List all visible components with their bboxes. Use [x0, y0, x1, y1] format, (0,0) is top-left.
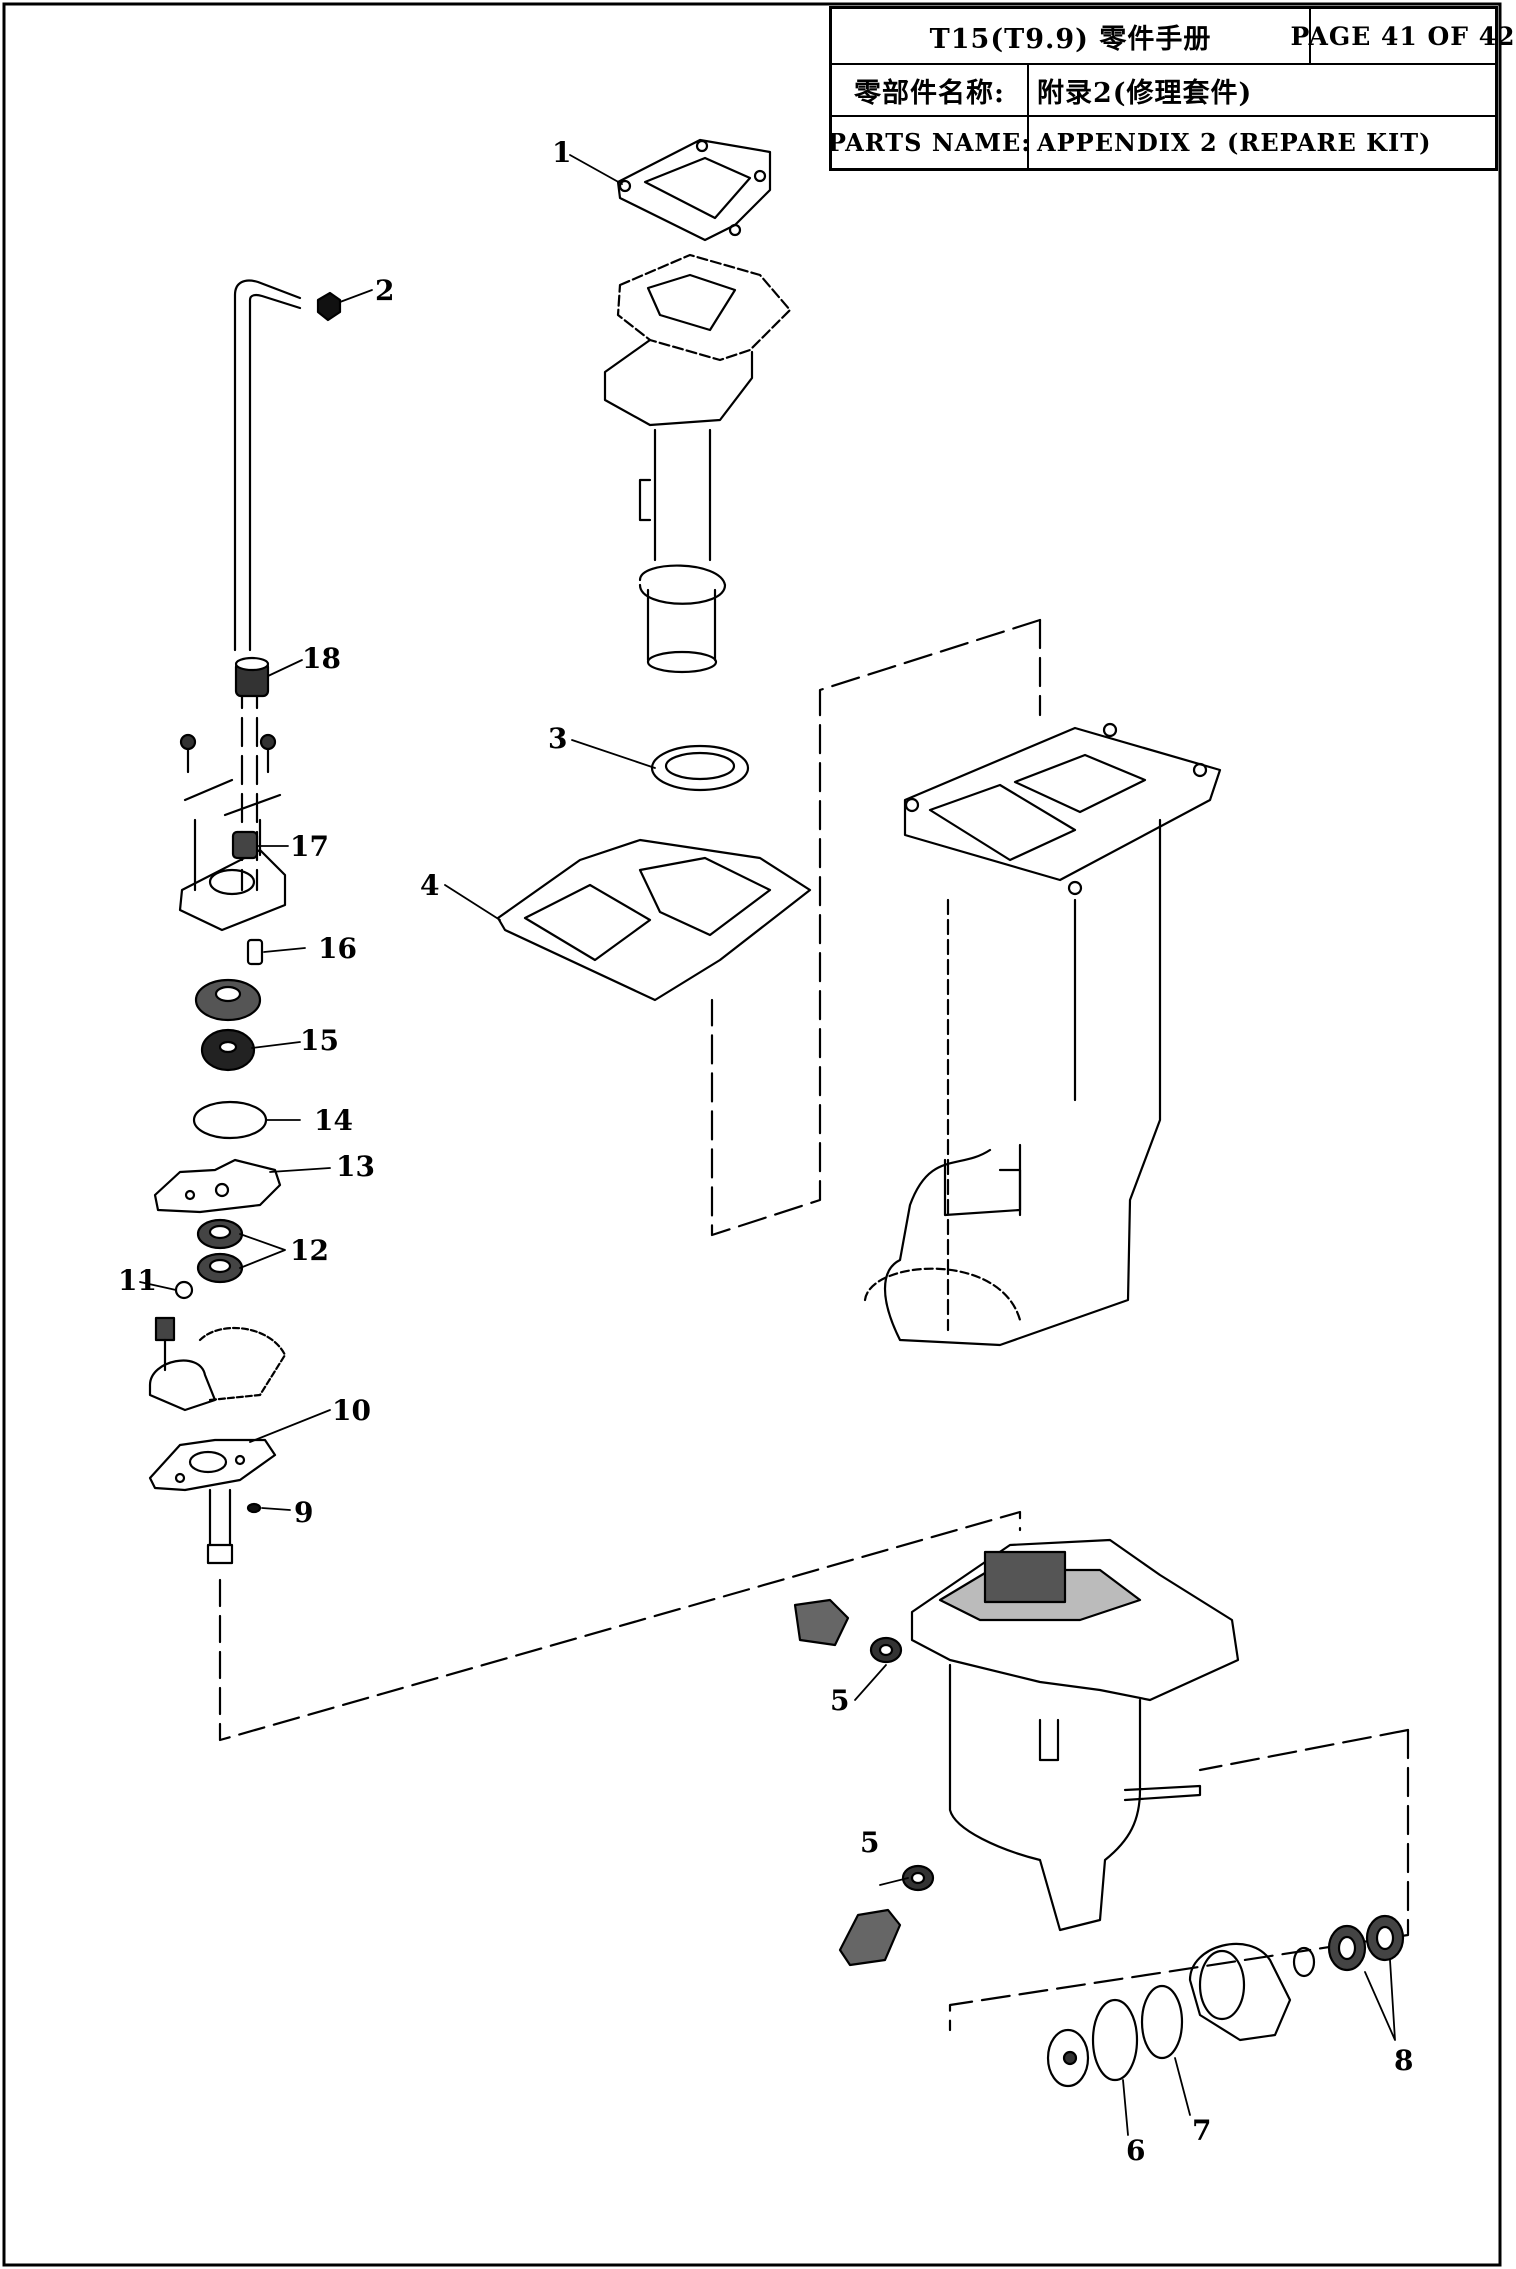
- callout-number: 7: [1192, 2114, 1211, 2147]
- cn-parts-name-label: 零部件名称:: [854, 77, 1005, 109]
- title-block-col-divider: [1027, 63, 1029, 168]
- pump-base: [148, 1316, 287, 1412]
- part-2-nut: [316, 291, 342, 322]
- part-17-cup: [231, 830, 259, 860]
- part-8-seals: [1327, 1914, 1405, 1972]
- part-4-gasket: [496, 838, 812, 1002]
- callout-number: 8: [1394, 2044, 1413, 2077]
- exhaust-guide-upper: [603, 253, 792, 674]
- callout-number: 4: [420, 869, 439, 902]
- en-parts-name-label: PARTS NAME:: [827, 128, 1032, 157]
- callout-number: 13: [336, 1150, 375, 1183]
- part-18-grommet: [234, 656, 270, 698]
- part-15-impeller: [200, 1028, 256, 1072]
- midsection-housing: [863, 722, 1222, 1347]
- callout-number: 12: [290, 1234, 329, 1267]
- part-12-seals: [196, 1218, 244, 1284]
- page-number-label: PAGE 41 OF 42: [1290, 21, 1516, 51]
- part-9-clip: [246, 1502, 262, 1514]
- part-5-upper-plug: [793, 1598, 903, 1664]
- part-14-oring: [192, 1100, 268, 1140]
- part-13-plate: [153, 1158, 282, 1214]
- callout-number: 2: [375, 274, 394, 307]
- title-block-row-divider: [832, 115, 1495, 117]
- propeller-shaft-housing: [1188, 1942, 1316, 2042]
- callout-number: 14: [314, 1104, 353, 1137]
- title-block: T15(T9.9) 零件手册 PAGE 41 OF 42 零部件名称: 附录2(…: [827, 6, 1516, 171]
- en-parts-name-value: APPENDIX 2 (REPARE KIT): [1037, 128, 1432, 157]
- part-6-oring: [1091, 1998, 1139, 2082]
- leader-lines: [139, 154, 1396, 2136]
- callout-number: 1: [552, 136, 571, 169]
- lower-unit-gearcase: [910, 1538, 1240, 1932]
- callout-number: 9: [294, 1496, 313, 1529]
- callout-number: 6: [1126, 2134, 1145, 2167]
- pump-insert-ring: [194, 978, 262, 1022]
- drive-shaft-tube: [206, 1488, 1022, 1742]
- title-block-row-divider: [832, 63, 1495, 65]
- part-10-gasket: [148, 1438, 277, 1492]
- callout-number: 16: [318, 932, 357, 965]
- alignment-lines: [710, 618, 1410, 2032]
- callout-number: 15: [300, 1024, 339, 1057]
- title-block-col-divider: [1309, 9, 1311, 63]
- part-11-ball: [174, 1280, 194, 1300]
- callout-number: 3: [548, 722, 567, 755]
- water-pump-housing: [178, 733, 287, 932]
- cn-parts-name-value: 附录2(修理套件): [1037, 77, 1253, 109]
- part-16-pin: [246, 938, 264, 966]
- part-1-gasket: [616, 138, 772, 242]
- model-title: T15(T9.9) 零件手册: [929, 23, 1212, 55]
- callout-number: 18: [302, 642, 341, 675]
- callout-number: 17: [290, 830, 329, 863]
- part-5-lower-plug: [838, 1864, 935, 1967]
- part-7-oring: [1140, 1984, 1184, 2060]
- callout-number: 10: [332, 1394, 371, 1427]
- part-3-ring: [650, 744, 750, 792]
- end-cap: [1046, 2028, 1090, 2088]
- callout-number: 5: [830, 1684, 849, 1717]
- callout-number: 11: [118, 1264, 157, 1297]
- callout-number: 5: [860, 1826, 879, 1859]
